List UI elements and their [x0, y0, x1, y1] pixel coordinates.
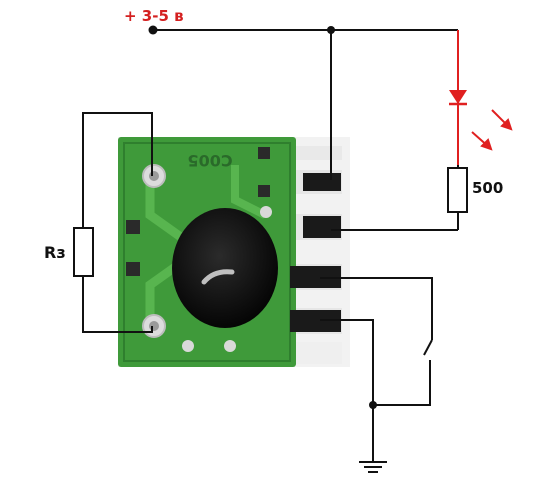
rz-bottom-wire	[82, 276, 153, 333]
pcb-trace	[231, 165, 267, 219]
mounting-hole-bottom-center	[149, 321, 159, 331]
pcb-via	[224, 340, 236, 352]
edge-contact-1	[303, 173, 341, 191]
pcb-trace-outline	[123, 142, 291, 362]
junction-dot	[369, 401, 377, 409]
edge-contact-2	[303, 216, 341, 238]
led-resistor-label: 500	[472, 179, 503, 197]
edge-pad-bottom	[296, 342, 342, 364]
pcb-via	[260, 206, 272, 218]
led-light-arrows	[471, 109, 513, 151]
mounting-hole-top-center	[149, 171, 159, 181]
led-symbol	[449, 90, 513, 151]
blob-highlight	[201, 269, 235, 285]
led-resistor	[447, 167, 468, 213]
led-triangle	[449, 90, 467, 104]
ground-symbol	[359, 461, 387, 473]
edge-contact-3	[290, 266, 341, 288]
pcb-trace	[145, 175, 188, 244]
pcb-module: C005	[118, 137, 350, 367]
supply-voltage-label: + 3-5 в	[124, 7, 184, 25]
edge-pad-top	[296, 146, 342, 160]
pcb-pad	[258, 185, 270, 197]
rz-resistor	[73, 227, 94, 277]
pcb-via	[182, 340, 194, 352]
chip-on-board-blob	[172, 208, 278, 328]
supply-terminal-dot	[148, 25, 158, 35]
ground-wire	[320, 319, 374, 462]
pcb-pad	[258, 147, 270, 159]
rz-top-wire	[82, 112, 153, 228]
rz-label: Rз	[44, 243, 66, 262]
switch-bottom-wire	[373, 360, 431, 406]
switch-blade	[423, 339, 433, 356]
pcb-pad	[126, 220, 140, 234]
junction-dot	[327, 26, 335, 34]
pcb-pad	[126, 262, 140, 276]
edge-contact-4	[290, 310, 341, 332]
chip-marking: C005	[187, 151, 232, 170]
switch-top-wire	[320, 277, 433, 340]
wires	[82, 29, 459, 462]
